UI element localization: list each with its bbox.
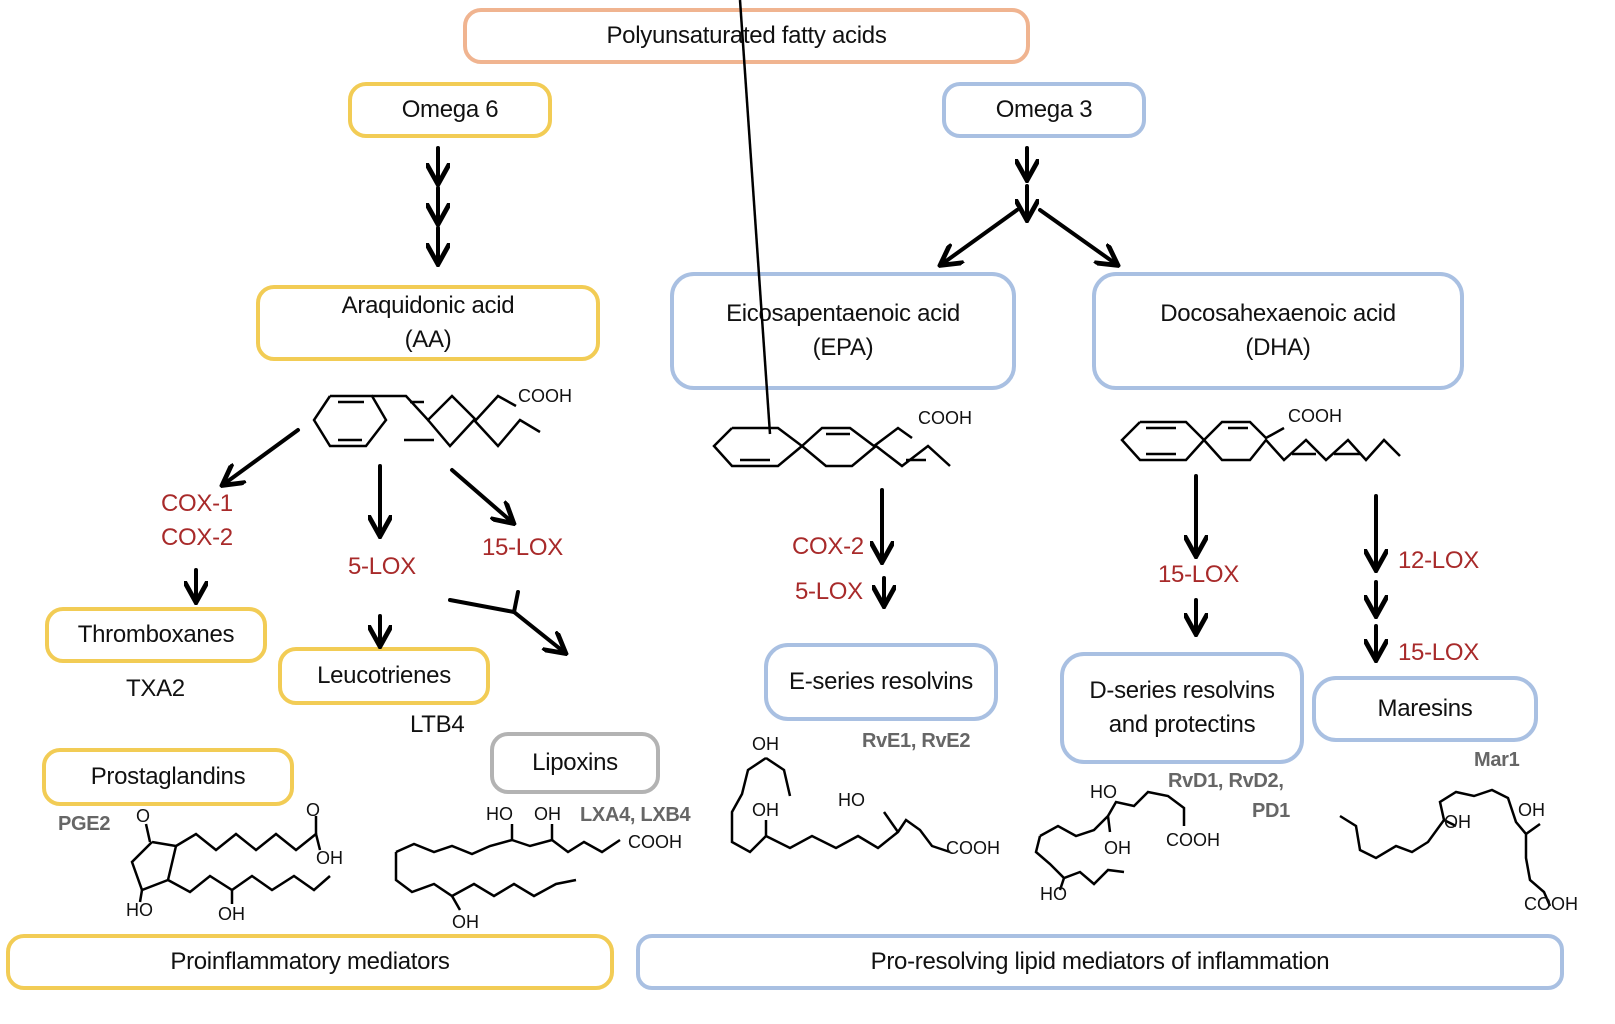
leucotrienes-box: Leucotrienes	[278, 647, 490, 705]
merge-line	[448, 598, 516, 614]
aa-box: Araquidonic acid (AA)	[256, 285, 600, 361]
proinflammatory-footer: Proinflammatory mediators	[6, 934, 614, 990]
rvd-ho: HO	[1090, 782, 1117, 802]
pge2-oh-acid: OH	[316, 848, 343, 868]
d-resolvins-label-1: D-series resolvins	[1089, 677, 1275, 704]
rvd-cooh: COOH	[1166, 830, 1220, 850]
d-resolvins-label-2: and protectins	[1108, 711, 1256, 738]
omega3-label: Omega 3	[995, 96, 1093, 123]
prostaglandins-label: Prostaglandins	[90, 763, 246, 790]
rve-oh-mid: OH	[752, 800, 779, 820]
arrow	[942, 208, 1019, 264]
dha-abbrev: (DHA)	[1245, 334, 1311, 361]
epa-box: Eicosapentaenoic acid (EPA)	[670, 272, 1016, 390]
rvd-oh: OH	[1104, 838, 1131, 858]
aa-abbrev: (AA)	[404, 326, 452, 353]
enzyme-15lox: 15-LOX	[482, 534, 563, 561]
example-txa2: TXA2	[126, 675, 185, 702]
example-pge2: PGE2	[58, 813, 111, 835]
d-resolvins-box: D-series resolvins and protectins	[1060, 652, 1304, 764]
arrow	[450, 468, 512, 522]
pge2-ho: HO	[126, 900, 153, 920]
arrow	[1038, 208, 1116, 264]
enzyme-epa-5lox: 5-LOX	[795, 578, 863, 605]
epa-abbrev: (EPA)	[812, 334, 874, 361]
lx-oh-2: OH	[452, 912, 479, 932]
example-mar1: Mar1	[1474, 749, 1520, 771]
lipoxins-label: Lipoxins	[532, 749, 618, 776]
merge-line	[512, 590, 520, 614]
dha-structure	[1120, 420, 1401, 462]
rve-cooh: COOH	[946, 838, 1000, 858]
rvd-ho-2: HO	[1040, 884, 1067, 904]
lipoxins-box: Lipoxins	[490, 732, 660, 794]
dha-cooh: COOH	[1288, 406, 1342, 426]
example-ltb4: LTB4	[410, 711, 465, 738]
enzyme-cox2: COX-2	[161, 524, 233, 551]
pufa-label: Polyunsaturated fatty acids	[606, 22, 887, 49]
epa-name: Eicosapentaenoic acid	[726, 300, 960, 327]
mar-oh-1: OH	[1444, 812, 1471, 832]
enzyme-epa-cox2: COX-2	[792, 533, 864, 560]
e-resolvins-label: E-series resolvins	[789, 668, 973, 695]
rvd-structure	[1034, 790, 1186, 891]
thromboxanes-box: Thromboxanes	[45, 607, 267, 663]
enzyme-dha-15lox-2: 15-LOX	[1398, 639, 1479, 666]
leucotrienes-label: Leucotrienes	[317, 662, 451, 689]
dha-box: Docosahexaenoic acid (DHA)	[1092, 272, 1464, 390]
thromboxanes-label: Thromboxanes	[77, 621, 235, 648]
omega6-box: Omega 6	[348, 82, 552, 138]
enzyme-dha-15lox: 15-LOX	[1158, 561, 1239, 588]
pro-resolving-footer: Pro-resolving lipid mediators of inflamm…	[636, 934, 1564, 990]
e-resolvins-box: E-series resolvins	[764, 643, 998, 721]
arrow	[512, 610, 564, 652]
example-rvd-2: PD1	[1252, 800, 1291, 822]
maresins-label: Maresins	[1377, 695, 1473, 722]
pro-resolving-label: Pro-resolving lipid mediators of inflamm…	[870, 948, 1330, 975]
rve-ho: HO	[838, 790, 865, 810]
epa-structure	[712, 0, 951, 468]
rve-oh-top: OH	[752, 734, 779, 754]
pufa-box: Polyunsaturated fatty acids	[463, 8, 1030, 64]
epa-cooh: COOH	[918, 408, 972, 428]
lx-cooh: COOH	[628, 832, 682, 852]
pge2-oh: OH	[218, 904, 245, 924]
example-lipoxins: LXA4, LXB4	[580, 804, 691, 826]
enzyme-cox1: COX-1	[161, 490, 233, 517]
lx-ho: HO	[486, 804, 513, 824]
pge2-structure	[130, 816, 331, 904]
lx-oh: OH	[534, 804, 561, 824]
example-rvd-1: RvD1, RvD2,	[1168, 770, 1284, 792]
lipoxin-structure	[394, 824, 621, 911]
maresins-box: Maresins	[1312, 676, 1538, 742]
mar1-structure	[1339, 788, 1552, 907]
pge2-o: O	[136, 806, 151, 826]
arrow	[224, 428, 300, 484]
aa-structure	[312, 394, 541, 448]
aa-name: Araquidonic acid	[341, 292, 515, 319]
enzyme-dha-12lox: 12-LOX	[1398, 547, 1479, 574]
prostaglandins-box: Prostaglandins	[42, 748, 294, 806]
omega6-label: Omega 6	[401, 96, 499, 123]
omega3-box: Omega 3	[942, 82, 1146, 138]
example-rve: RvE1, RvE2	[862, 730, 971, 752]
mar-oh-2: OH	[1518, 800, 1545, 820]
aa-cooh: COOH	[518, 386, 572, 406]
pge2-o-acid: O	[306, 800, 321, 820]
dha-name: Docosahexaenoic acid	[1160, 300, 1396, 327]
mar-cooh: COOH	[1524, 894, 1578, 914]
enzyme-5lox: 5-LOX	[348, 553, 416, 580]
proinflammatory-label: Proinflammatory mediators	[170, 948, 450, 975]
rve-structure	[730, 756, 951, 854]
